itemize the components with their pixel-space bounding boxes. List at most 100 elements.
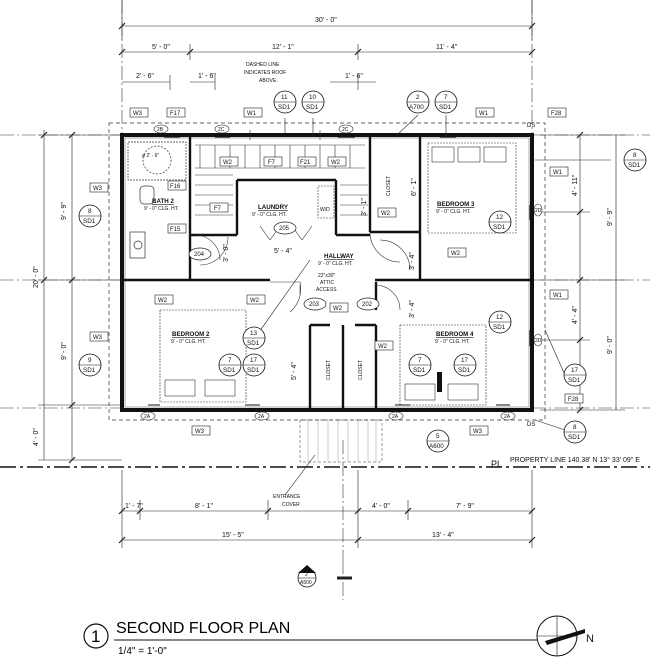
tag-w3-d: W3 — [195, 429, 205, 435]
bubble-8c-num: 8 — [573, 424, 577, 431]
bubble-7c-num: 7 — [418, 357, 422, 364]
room-bedroom2-ht: 9' - 0" CLG. HT. — [171, 339, 206, 345]
room-hallway-ht: 9' - 0" CLG. HT. — [318, 261, 353, 267]
bubble-10-num: 10 — [309, 94, 317, 101]
tag-2a-a: 2A — [144, 414, 151, 420]
bubble-9-sheet: SD1 — [83, 367, 96, 374]
windows — [148, 136, 531, 406]
bath-fixtures — [127, 141, 187, 259]
tag-w2-b: W2 — [331, 160, 341, 166]
dim-int-34b: 3' - 4" — [409, 300, 416, 318]
tag-w3-a: W3 — [133, 111, 143, 117]
dim-left-99: 9' - 9" — [61, 202, 68, 220]
room-bedroom4-ht: 9' - 0" CLG. HT. — [435, 339, 470, 345]
tag-2a-c: 2A — [392, 414, 399, 420]
bubble-8b-num: 8 — [88, 208, 92, 215]
dim-bottom-134: 13' - 4" — [432, 532, 454, 539]
dim-bottom-79: 7' - 9" — [456, 503, 474, 510]
tag-w2-g: W2 — [333, 306, 343, 312]
dim-bottom-40: 4' - 0" — [372, 503, 390, 510]
dim-int-31: 3' - 1" — [361, 198, 368, 216]
roof-outline — [108, 122, 546, 421]
tag-w2-e: W2 — [158, 298, 168, 304]
dim-top-3: 11' - 4" — [436, 44, 458, 51]
room-bath2-ht: 9' - 0" CLG. HT. — [144, 206, 179, 212]
bubble-5-sheet: A600 — [429, 443, 444, 450]
dim-left-40: 4' - 0" — [33, 428, 40, 446]
room-bedroom4: BEDROOM 4 — [436, 331, 474, 338]
bubble-17b-num: 17 — [461, 357, 469, 364]
bubble-8c-sheet: SD1 — [568, 434, 581, 441]
dim-int-34a: 3' - 4" — [409, 252, 416, 270]
grid-lines — [0, 0, 650, 600]
room-bedroom2: BEDROOM 2 — [172, 331, 210, 338]
bubble-8a-num: 8 — [633, 152, 637, 159]
closet-label-2: CLOSET — [326, 360, 332, 380]
tag-2b: 2B — [157, 127, 164, 133]
bubble-7a-num: 7 — [444, 94, 448, 101]
dim-left-200: 20' - 0" — [33, 266, 40, 288]
bubble-2-num: 2 — [416, 94, 420, 101]
dim-left-90: 9' - 0" — [61, 342, 68, 360]
tag-w1-a: W1 — [247, 111, 257, 117]
washer-dryer — [317, 185, 335, 219]
note-dashed-1: DASHED LINE — [246, 62, 280, 68]
bubble-12b-sheet: SD1 — [493, 324, 506, 331]
tag-w2-a: W2 — [223, 160, 233, 166]
room-bedroom3-ht: 9' - 0" CLG. HT. — [436, 209, 471, 215]
room-bath2: BATH 2 — [152, 198, 174, 205]
dimension-text: 30' - 0" 5' - 0" 12' - 1" 11' - 4" 2' - … — [33, 17, 614, 539]
note-dashed-3: ABOVE. — [259, 78, 278, 84]
note-attic-3: ACCESS — [316, 287, 337, 293]
dim-top-1: 5' - 0" — [152, 44, 170, 51]
bubble-7b-num: 7 — [228, 357, 232, 364]
dim-bottom-17: 1' - 7" — [125, 503, 143, 510]
bubble-10-sheet: SD1 — [306, 104, 319, 111]
bubble-5-num: 5 — [436, 433, 440, 440]
dim-16b: 1' - 6" — [345, 73, 363, 80]
bubble-17a-num: 17 — [250, 357, 258, 364]
tag-w2-h: W2 — [378, 344, 388, 350]
bubble-17a-sheet: SD1 — [247, 367, 260, 374]
bubble-2-sheet: A700 — [409, 104, 424, 111]
tag-w3-c: W3 — [93, 335, 103, 341]
washer-dryer-label: W/D — [320, 207, 330, 213]
bubble-12a-sheet: SD1 — [493, 224, 506, 231]
section-arrow — [298, 565, 316, 573]
property-line-symbol: PL — [491, 459, 502, 469]
tag-w2-d: W2 — [451, 251, 461, 257]
tag-ds-a: DS — [527, 123, 535, 129]
bubble-12a-num: 12 — [496, 214, 504, 221]
bubble-7c-sheet: SD1 — [413, 367, 426, 374]
dim-int-30: 3' - 0" — [223, 244, 230, 262]
bubble-17c-sheet: SD1 — [568, 377, 581, 384]
note-attic-1: 22"x30" — [318, 273, 335, 279]
bedroom4-mark — [437, 372, 442, 392]
beds — [159, 142, 517, 406]
tag-2d-b: 2D — [535, 338, 542, 344]
room-hallway: HALLWAY — [324, 253, 355, 260]
tag-f28-a: F28 — [551, 111, 562, 117]
note-dashed-2: INDICATES ROOF — [244, 70, 286, 76]
title-name: SECOND FLOOR PLAN — [116, 620, 290, 637]
bubble-17c-num: 17 — [571, 367, 579, 374]
dim-right-99: 9' - 9" — [607, 208, 614, 226]
bubble-13-num: 13 — [250, 330, 258, 337]
tag-2a-d: 2A — [504, 414, 511, 420]
entrance-cover — [299, 419, 383, 463]
notes: DASHED LINE INDICATES ROOF ABOVE. ENTRAN… — [244, 62, 337, 508]
dim-bottom-155: 15' - 5" — [222, 532, 244, 539]
tag-w1-b: W1 — [479, 111, 489, 117]
room-laundry: LAUNDRY — [258, 204, 289, 211]
dim-16a: 1' - 6" — [198, 73, 216, 80]
title-number-circle — [83, 623, 109, 649]
dim-right-411: 4' - 11" — [572, 174, 579, 196]
bubble-13-sheet: SD1 — [247, 340, 260, 347]
north-arrow-icon — [536, 615, 585, 657]
stairs — [195, 130, 368, 216]
north-label: N — [586, 633, 594, 645]
tag-2a-b: 2A — [258, 414, 265, 420]
leader-lines — [251, 114, 611, 580]
dim-overall-width: 30' - 0" — [315, 17, 337, 24]
